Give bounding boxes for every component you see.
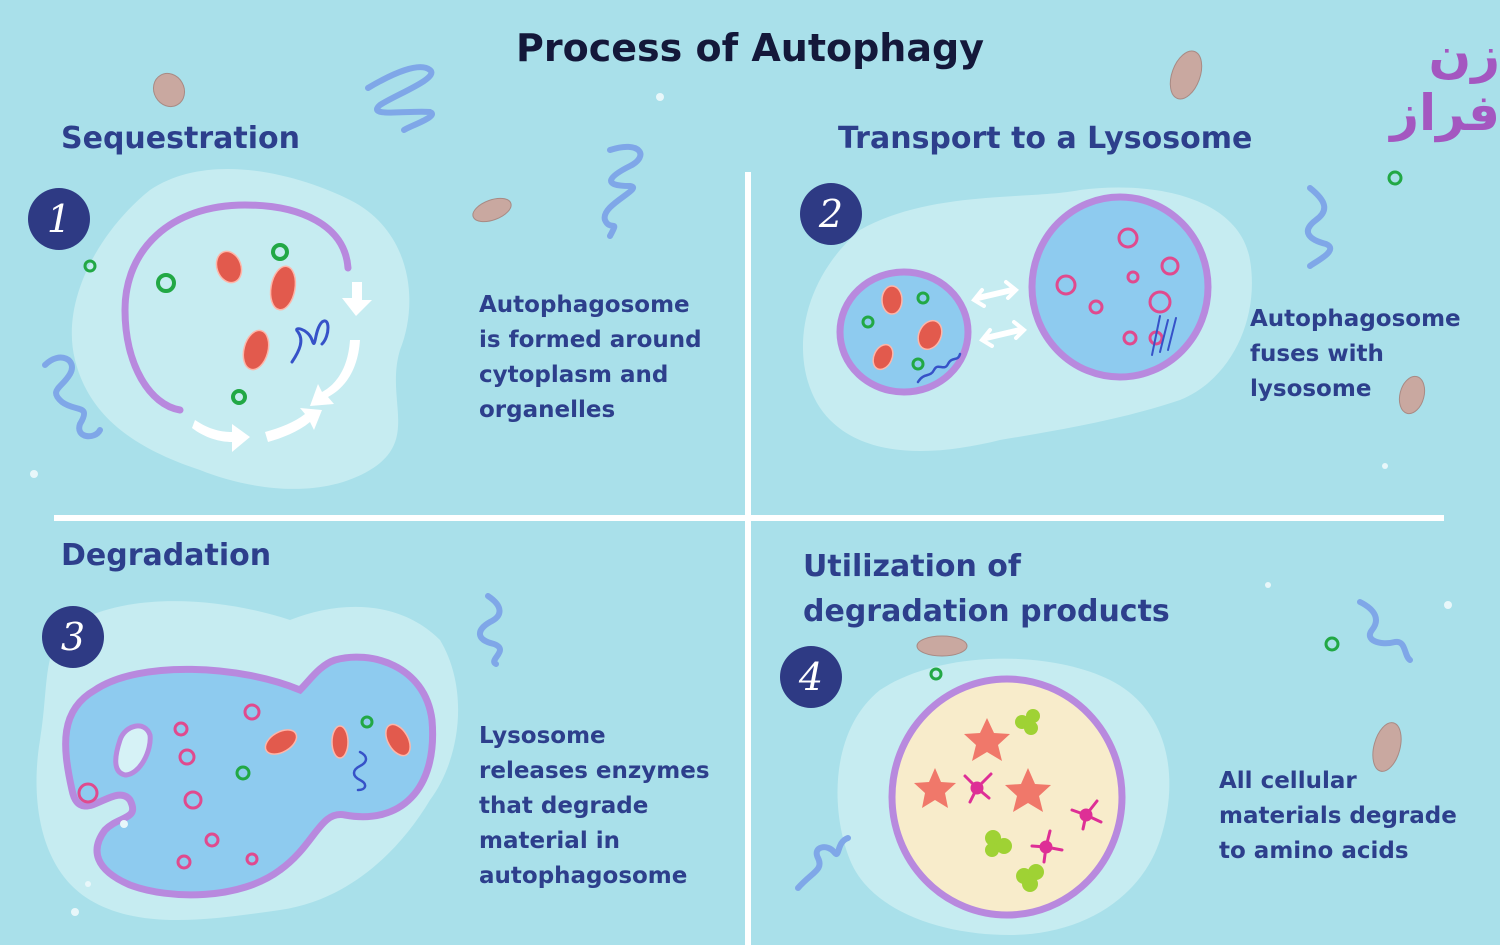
inner-vacuole — [113, 723, 153, 778]
floating-dots — [30, 93, 1452, 916]
sequestration-arrows — [192, 282, 372, 452]
cell-halo-1 — [71, 168, 410, 489]
amino-acid-stars — [914, 718, 1051, 812]
autophagosome-2 — [836, 268, 972, 396]
step-2-badge: 2 — [800, 183, 862, 245]
panel-2-description: Autophagosome fuses with lysosome — [1250, 306, 1461, 402]
fusion-arrows — [971, 280, 1027, 348]
panel-1-heading: Sequestration — [61, 121, 300, 156]
floating-mitochondria — [152, 50, 1426, 772]
panel-1-description: Autophagosome is formed around cytoplasm… — [479, 292, 702, 423]
vesicles-group-2 — [861, 291, 930, 371]
floating-vesicles — [83, 170, 1403, 681]
mitochondria-group-3 — [264, 723, 411, 759]
lysosome-granules-3 — [77, 703, 261, 870]
floating-squiggles — [42, 64, 1413, 891]
protein-squiggle-3 — [352, 750, 368, 792]
horizontal-divider — [54, 515, 1444, 521]
panel-1-illustration — [71, 168, 410, 489]
amino-acid-blobs — [985, 709, 1044, 892]
panel-2-heading: Transport to a Lysosome — [838, 121, 1253, 156]
panel-4-illustration — [837, 658, 1170, 935]
vesicles-group-1 — [156, 243, 289, 405]
vertical-divider — [745, 172, 751, 945]
brand-logo: زن فراز — [1390, 26, 1500, 142]
mitochondria-group-1 — [215, 250, 297, 371]
product-vesicle — [888, 675, 1126, 919]
panel-3-illustration — [36, 601, 459, 920]
panel-3-heading: Degradation — [61, 538, 272, 573]
panel-4-description: All cellular materials degrade to amino … — [1219, 768, 1457, 864]
page-title: Process of Autophagy — [516, 26, 984, 70]
panel-3-description: Lysosome releases enzymes that degrade m… — [479, 723, 710, 889]
panel-4-heading: Utilization of degradation products — [803, 549, 1170, 629]
protein-squiggle-1 — [290, 319, 330, 364]
mitochondria-group-2 — [872, 285, 943, 371]
phagophore-membrane — [121, 201, 352, 414]
panel-2-illustration — [802, 187, 1252, 452]
protein-squiggle-2 — [916, 352, 962, 384]
step-4-badge: 4 — [780, 646, 842, 708]
step-3-badge: 3 — [42, 606, 104, 668]
amino-acid-crosses — [963, 772, 1103, 864]
vesicles-group-3 — [235, 715, 374, 781]
step-1-badge: 1 — [28, 188, 90, 250]
protein-squiggle-2b — [1151, 315, 1177, 356]
